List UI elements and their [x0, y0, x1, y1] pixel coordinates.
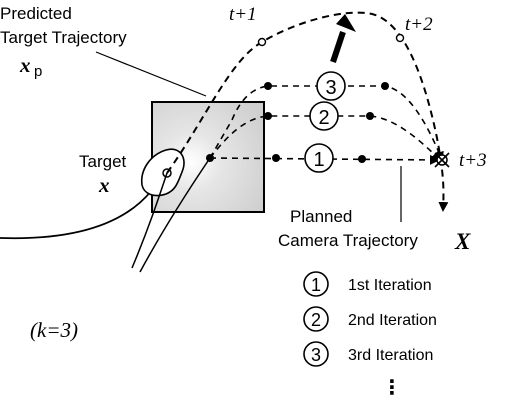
legend-label-2: 2nd Iteration — [348, 312, 437, 329]
iter3-dot-1 — [264, 82, 272, 90]
iter3-dot-2 — [381, 82, 389, 90]
time-label-t1: t+1 — [229, 4, 257, 25]
svg-text:1: 1 — [311, 275, 321, 295]
iter1-marker: 1 — [304, 143, 334, 173]
upward-arrow-head — [336, 14, 356, 32]
planned-label-line2: Camera Trajectory — [278, 231, 418, 250]
predicted-trajectory-arc — [166, 11, 449, 212]
goal-cross-2 — [434, 152, 450, 168]
legend-label-1: 1st Iteration — [348, 277, 432, 294]
svg-text:1: 1 — [313, 149, 324, 171]
predicted-symbol: x — [19, 53, 31, 77]
predicted-subscript: p — [34, 63, 42, 80]
iter1-dot-1 — [272, 154, 280, 162]
iter2-dot-1 — [264, 112, 272, 120]
legend-ellipsis: ⋮ — [382, 377, 402, 399]
time-label-t2: t+2 — [405, 14, 433, 35]
predicted-label-line2: Target Trajectory — [0, 28, 127, 47]
iteration-2-path — [209, 115, 442, 162]
svg-text:2: 2 — [311, 310, 321, 330]
legend-item-1: 1 1st Iteration — [303, 271, 432, 297]
iter2-marker: 2 — [309, 101, 339, 131]
svg-text:3: 3 — [325, 77, 336, 99]
planned-symbol: X — [454, 229, 471, 254]
upward-arrow-shaft — [330, 31, 346, 63]
k-label: (k=3) — [30, 318, 78, 342]
iter1-dot-2 — [358, 155, 366, 163]
start-point — [206, 154, 214, 162]
svg-text:3: 3 — [311, 345, 321, 365]
predicted-point-t1 — [257, 37, 267, 47]
svg-text:2: 2 — [318, 107, 329, 129]
time-label-t3: t+3 — [459, 150, 487, 171]
target-tail-line-1 — [131, 172, 168, 269]
target-tail-line-2 — [139, 157, 211, 273]
target-label: Target — [79, 152, 127, 171]
legend-item-3: 3 3rd Iteration — [303, 341, 433, 367]
legend-item-2: 2 2nd Iteration — [303, 306, 437, 332]
predicted-label-line1: Predicted — [0, 4, 72, 23]
target-symbol: x — [98, 173, 110, 197]
legend: 1 1st Iteration 2 2nd Iteration 3 3rd It… — [303, 271, 437, 399]
legend-label-3: 3rd Iteration — [348, 347, 433, 364]
predicted-leader-line — [95, 51, 207, 97]
predicted-point-t2 — [395, 33, 405, 43]
target-trajectory-curve — [0, 189, 153, 240]
iter2-dot-2 — [366, 112, 374, 120]
planned-label-line1: Planned — [290, 207, 352, 226]
iter3-marker: 3 — [316, 71, 346, 101]
